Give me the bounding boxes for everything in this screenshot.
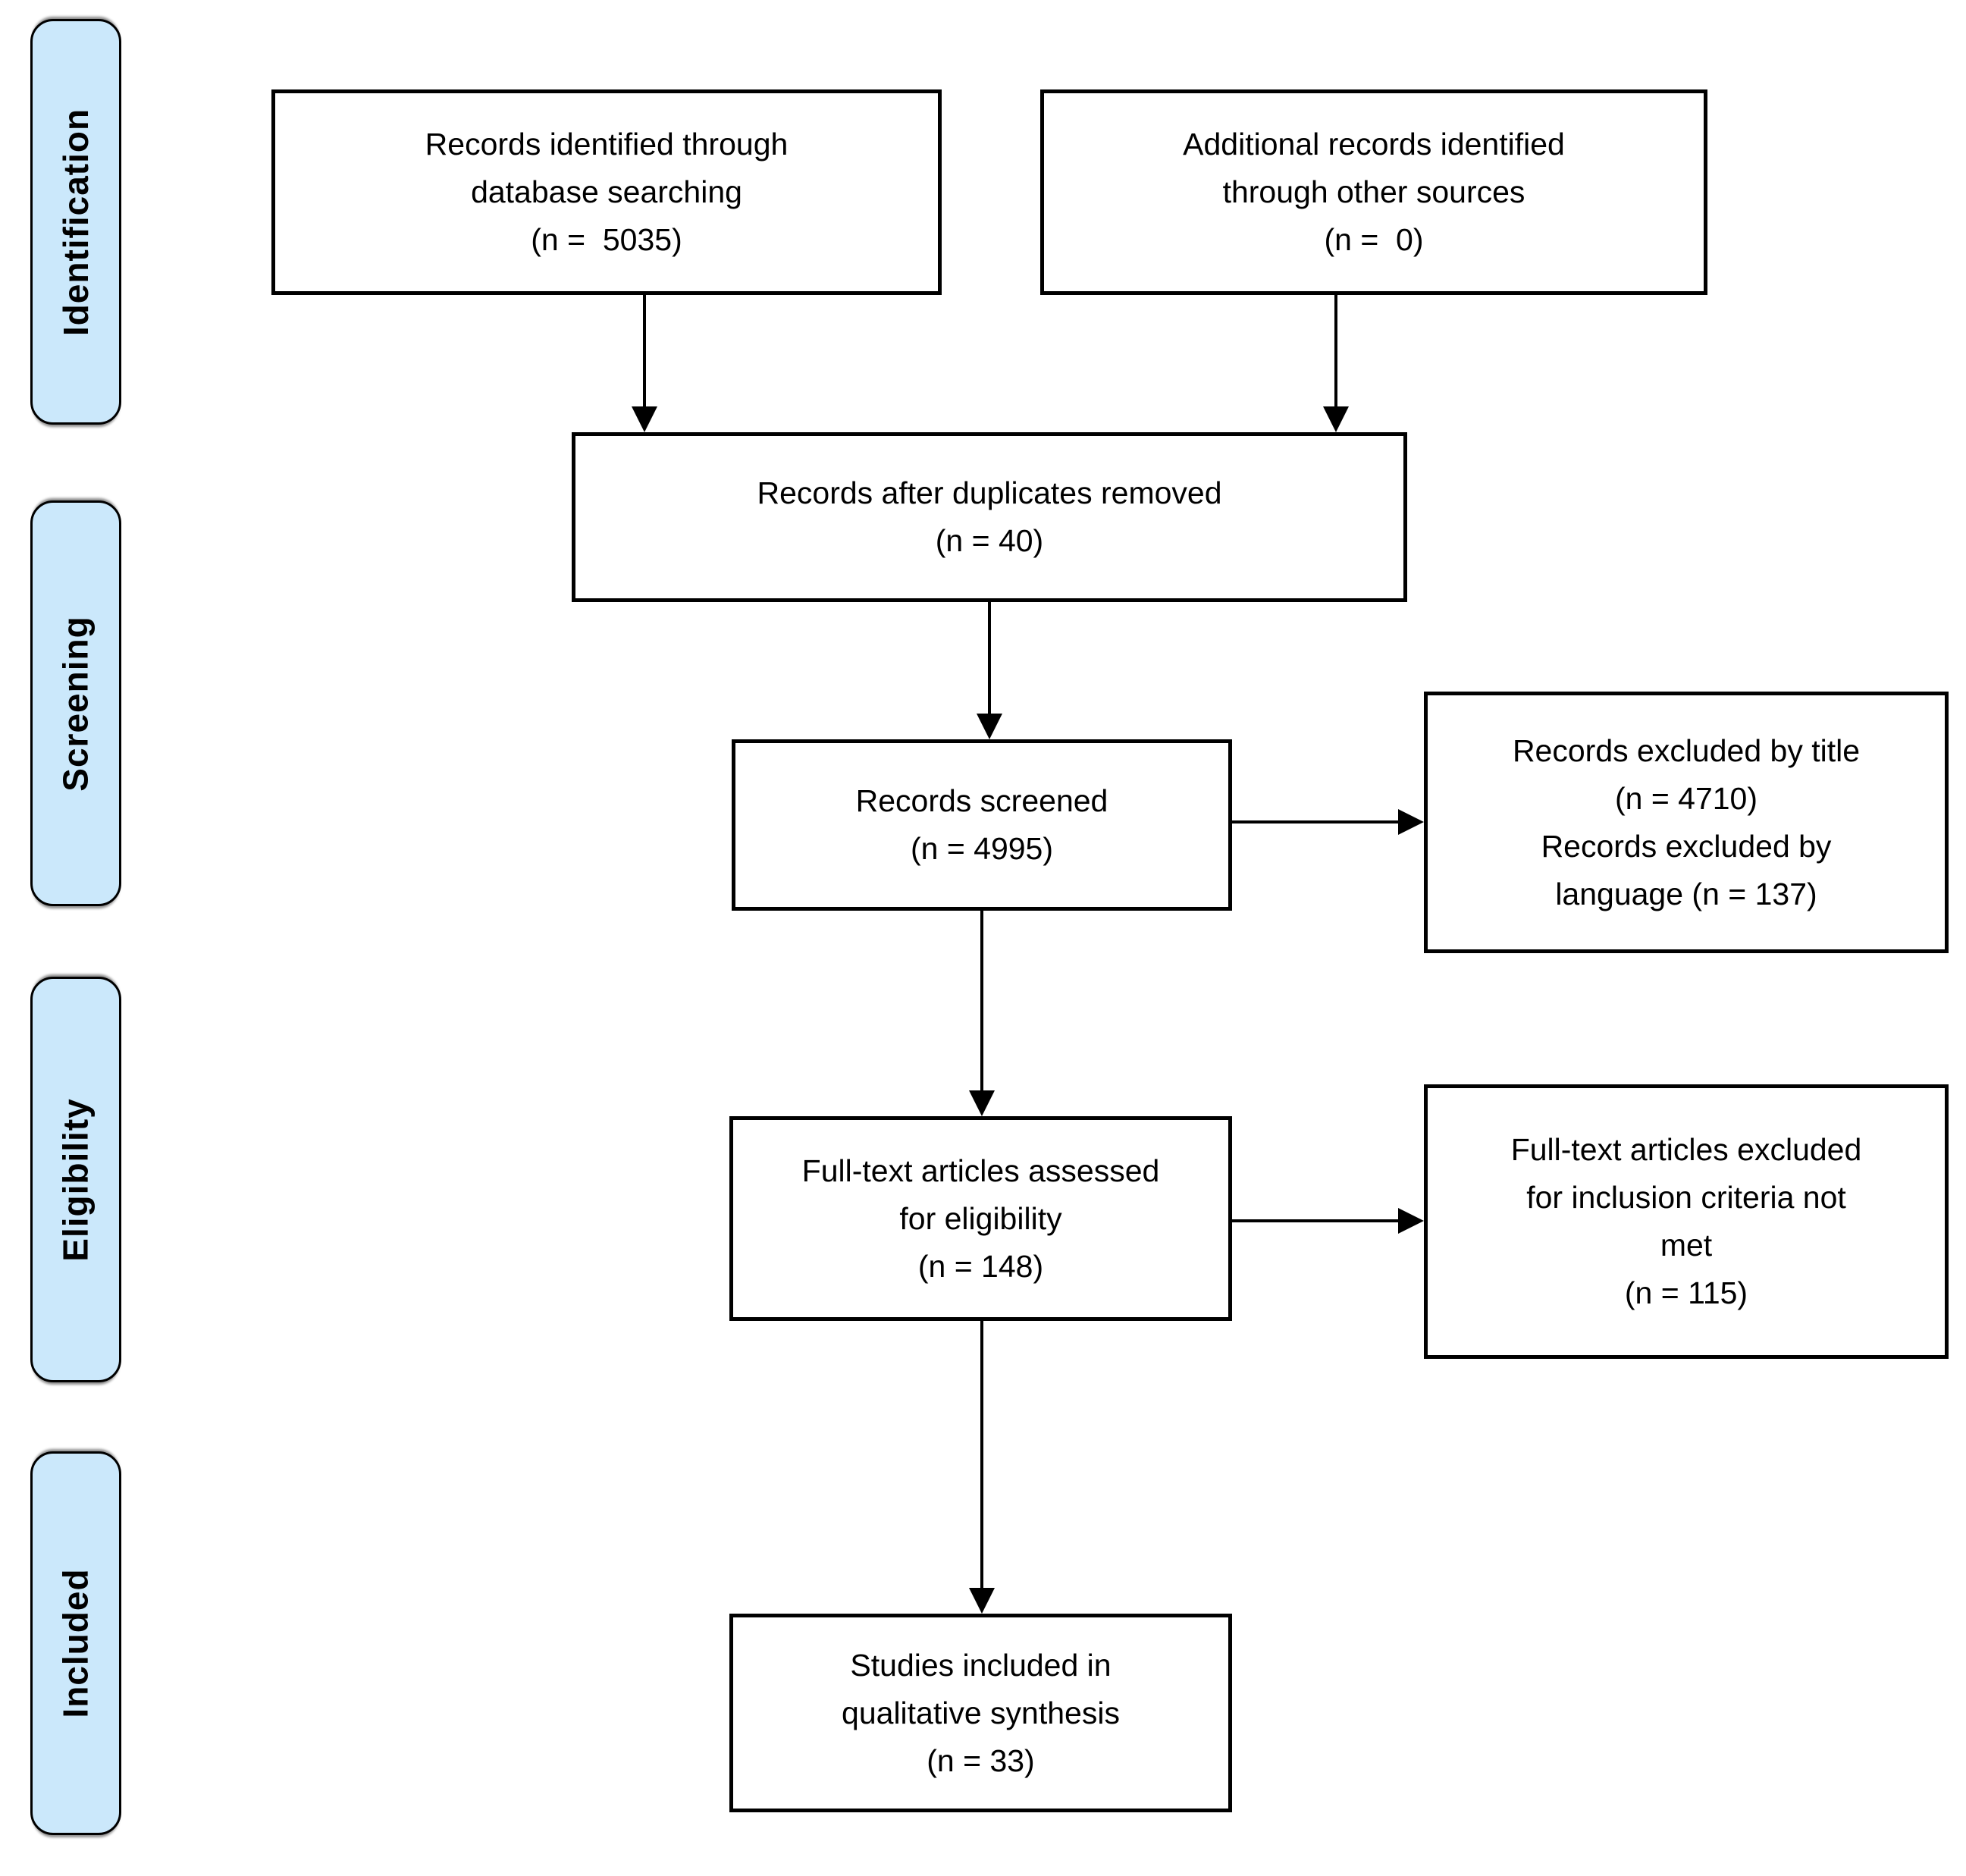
arrow-fulltext-to-excluded-line bbox=[1232, 1219, 1398, 1222]
arrow-down-icon bbox=[632, 406, 657, 432]
box-text: (n = 4995) bbox=[910, 831, 1054, 866]
box-text: Records screened bbox=[855, 783, 1108, 818]
arrow-fulltext-to-included-line bbox=[980, 1321, 983, 1588]
box-text: language (n = 137) bbox=[1555, 876, 1817, 911]
box-text: (n = 33) bbox=[927, 1743, 1035, 1778]
arrow-screened-to-fulltext-line bbox=[980, 911, 983, 1090]
arrow-down-icon bbox=[1323, 406, 1349, 432]
arrow-right-icon bbox=[1398, 1208, 1424, 1234]
box-text: (n = 148) bbox=[917, 1248, 1044, 1284]
arrow-down-icon bbox=[969, 1588, 995, 1614]
box-text: met bbox=[1660, 1228, 1713, 1263]
stage-screening-label: Screening bbox=[56, 615, 96, 792]
box-text: Records after duplicates removed bbox=[757, 475, 1222, 510]
box-text: database searching bbox=[471, 174, 742, 209]
box-text: for eligibility bbox=[899, 1200, 1062, 1236]
stage-identification: Identification bbox=[30, 19, 121, 425]
arrow-down-icon bbox=[969, 1090, 995, 1116]
box-text: Studies included in bbox=[850, 1647, 1112, 1683]
box-text: Records identified through bbox=[425, 127, 789, 162]
stage-eligibility: Eligibility bbox=[30, 977, 121, 1382]
box-text: through other sources bbox=[1222, 174, 1525, 209]
box-text: (n = 4710) bbox=[1614, 780, 1758, 816]
stage-screening: Screening bbox=[30, 500, 121, 906]
box-fulltext-excluded: Full-text articles excluded for inclusio… bbox=[1424, 1084, 1949, 1359]
box-text: Full-text articles excluded bbox=[1510, 1132, 1862, 1167]
box-records-after-duplicates: Records after duplicates removed (n = 40… bbox=[572, 432, 1407, 602]
arrow-dedup-to-screened-line bbox=[988, 602, 991, 714]
arrow-down-icon bbox=[977, 714, 1002, 739]
arrow-right-icon bbox=[1398, 809, 1424, 835]
box-text: (n = 115) bbox=[1624, 1275, 1748, 1310]
arrow-other-to-dedup-line bbox=[1334, 295, 1337, 406]
box-additional-records-other-sources: Additional records identified through ot… bbox=[1040, 89, 1707, 295]
box-text: (n = 40) bbox=[935, 523, 1044, 558]
arrow-db-to-dedup-line bbox=[643, 295, 646, 406]
box-text: (n = 5035) bbox=[531, 222, 682, 257]
box-fulltext-assessed: Full-text articles assessed for eligibil… bbox=[729, 1116, 1232, 1321]
box-text: Full-text articles assessed bbox=[801, 1153, 1160, 1188]
stage-included: Included bbox=[30, 1451, 121, 1835]
box-records-screened: Records screened (n = 4995) bbox=[732, 739, 1232, 911]
stage-included-label: Included bbox=[56, 1568, 96, 1718]
box-text: (n = 0) bbox=[1324, 222, 1424, 257]
box-records-excluded: Records excluded by title (n = 4710) Rec… bbox=[1424, 692, 1949, 953]
box-text: Records excluded by bbox=[1541, 828, 1832, 864]
box-text: qualitative synthesis bbox=[842, 1695, 1120, 1730]
box-text: Records excluded by title bbox=[1512, 733, 1861, 768]
box-text: Additional records identified bbox=[1183, 127, 1565, 162]
stage-identification-label: Identification bbox=[56, 108, 96, 336]
arrow-screened-to-excluded-line bbox=[1232, 820, 1398, 823]
box-records-identified-database: Records identified through database sear… bbox=[271, 89, 942, 295]
box-studies-included: Studies included in qualitative synthesi… bbox=[729, 1614, 1232, 1812]
box-text: for inclusion criteria not bbox=[1526, 1180, 1846, 1215]
stage-eligibility-label: Eligibility bbox=[56, 1097, 96, 1262]
